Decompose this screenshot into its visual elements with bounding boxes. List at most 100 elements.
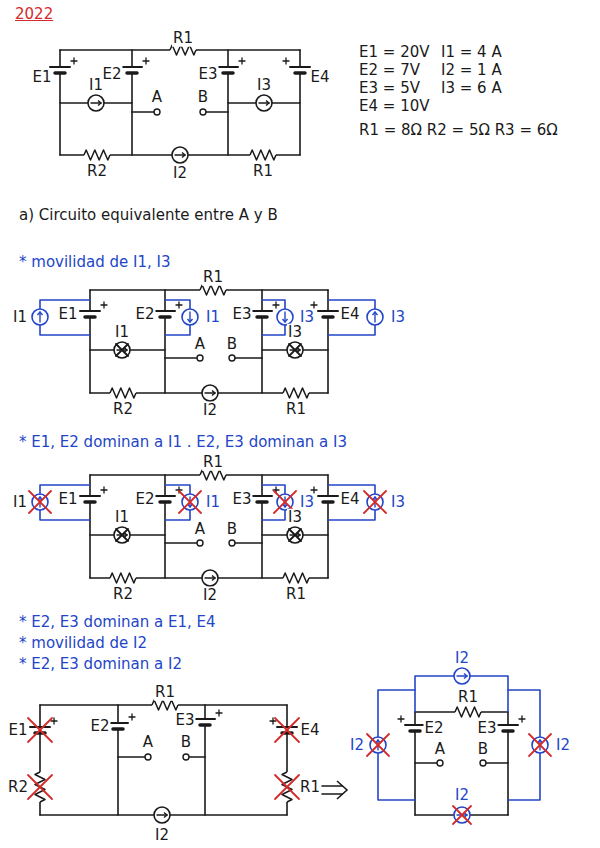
note-text: * movilidad de I2 bbox=[18, 635, 148, 652]
component-label: R1 bbox=[172, 30, 194, 47]
terminal-label: A bbox=[434, 741, 446, 758]
component-label: R2 bbox=[112, 401, 134, 418]
wire bbox=[164, 290, 166, 393]
cross-out-mark bbox=[275, 718, 299, 742]
wire bbox=[261, 290, 263, 393]
battery-symbol bbox=[251, 487, 279, 502]
value-text: E2 = 7V bbox=[358, 62, 421, 79]
cross-out-mark bbox=[28, 775, 52, 799]
cross-out-mark bbox=[289, 529, 301, 541]
component-label: I3 bbox=[390, 309, 406, 326]
resistor-symbol bbox=[455, 706, 481, 718]
resistor-symbol bbox=[250, 149, 276, 161]
component-label: E2 bbox=[134, 491, 155, 508]
current-source-symbol bbox=[256, 95, 272, 111]
component-label: E1 bbox=[7, 722, 28, 739]
terminal-label: B bbox=[180, 734, 192, 751]
wire bbox=[189, 756, 205, 758]
terminal bbox=[229, 355, 235, 361]
current-source-symbol bbox=[182, 309, 198, 325]
cross-out-mark bbox=[28, 718, 52, 742]
value-text: E3 = 5V bbox=[358, 80, 421, 97]
component-label: I1 bbox=[205, 309, 221, 326]
wire bbox=[89, 290, 91, 393]
cross-out-mark bbox=[364, 491, 386, 513]
terminal bbox=[197, 355, 203, 361]
component-label: I1 bbox=[114, 509, 130, 526]
resistor-symbol bbox=[84, 149, 110, 161]
component-label: E3 bbox=[197, 66, 218, 83]
wire bbox=[327, 290, 329, 393]
component-label: I2 bbox=[454, 650, 470, 667]
current-source-symbol bbox=[454, 807, 470, 823]
terminal-label: B bbox=[477, 741, 489, 758]
note-text: * E2, E3 dominan a E1, E4 bbox=[18, 614, 217, 631]
terminal-label: A bbox=[194, 336, 206, 353]
wire bbox=[228, 102, 300, 104]
component-label: I3 bbox=[390, 494, 406, 511]
current-source-symbol bbox=[287, 342, 303, 358]
terminal-label: A bbox=[142, 734, 154, 751]
component-label: R1 bbox=[202, 269, 224, 286]
resistor-symbol bbox=[110, 387, 136, 399]
battery-symbol bbox=[49, 58, 77, 73]
current-source-symbol bbox=[202, 385, 218, 401]
battery-symbol bbox=[121, 58, 149, 73]
battery-symbol bbox=[107, 714, 135, 729]
component-label: I2 bbox=[202, 402, 218, 419]
battery-symbol bbox=[270, 718, 298, 733]
value-text: I3 = 6 A bbox=[440, 80, 503, 97]
implication-arrow bbox=[322, 781, 347, 799]
terminal-label: A bbox=[151, 89, 163, 106]
component-label: I1 bbox=[114, 324, 130, 341]
terminal bbox=[197, 540, 203, 546]
battery-symbol bbox=[398, 716, 426, 731]
current-source-symbol bbox=[32, 309, 48, 325]
component-label: E2 bbox=[134, 306, 155, 323]
component-label: I1 bbox=[205, 494, 221, 511]
current-source-symbol bbox=[277, 309, 293, 325]
cross-out-mark bbox=[367, 734, 389, 756]
battery-symbol bbox=[194, 710, 222, 725]
component-label: R1 bbox=[252, 163, 274, 180]
battery-symbol bbox=[79, 302, 107, 317]
terminal bbox=[229, 540, 235, 546]
current-source-symbol bbox=[154, 807, 170, 823]
component-label: I2 bbox=[154, 827, 170, 844]
battery-symbol bbox=[154, 302, 182, 317]
component-label: R2 bbox=[7, 779, 29, 796]
component-label: E1 bbox=[57, 306, 78, 323]
component-label: R2 bbox=[86, 163, 108, 180]
component-label: E4 bbox=[339, 306, 360, 323]
wire bbox=[118, 756, 145, 758]
component-label: E2 bbox=[423, 720, 444, 737]
current-source-symbol bbox=[287, 527, 303, 543]
value-text: R1 = 8Ω R2 = 5Ω R3 = 6Ω bbox=[358, 122, 559, 139]
component-label: I2 bbox=[454, 787, 470, 804]
terminal bbox=[437, 760, 443, 766]
component-label: R1 bbox=[457, 689, 479, 706]
cross-out-mark bbox=[116, 344, 128, 356]
terminal-label: B bbox=[226, 336, 238, 353]
battery-symbol bbox=[251, 302, 279, 317]
cross-out-mark bbox=[29, 491, 51, 513]
current-source-symbol bbox=[114, 527, 130, 543]
component-label: I1 bbox=[12, 494, 28, 511]
component-label: R1 bbox=[285, 401, 307, 418]
component-label: E1 bbox=[57, 491, 78, 508]
terminal bbox=[183, 754, 189, 760]
resistor-symbol bbox=[152, 699, 178, 711]
terminal-label: B bbox=[226, 521, 238, 538]
component-label: I1 bbox=[12, 309, 28, 326]
resistor-symbol bbox=[200, 469, 226, 481]
current-source-symbol bbox=[88, 95, 104, 111]
note-text: * E2, E3 dominan a I2 bbox=[18, 656, 183, 673]
battery-symbol bbox=[154, 487, 182, 502]
wire bbox=[165, 542, 197, 544]
note-text: * E1, E2 dominan a I1 . E2, E3 dominan a… bbox=[18, 434, 348, 451]
terminal bbox=[154, 109, 160, 115]
terminal bbox=[480, 760, 486, 766]
cross-out-mark bbox=[529, 734, 551, 756]
component-label: I3 bbox=[287, 509, 303, 526]
resistor-symbol bbox=[110, 572, 136, 584]
